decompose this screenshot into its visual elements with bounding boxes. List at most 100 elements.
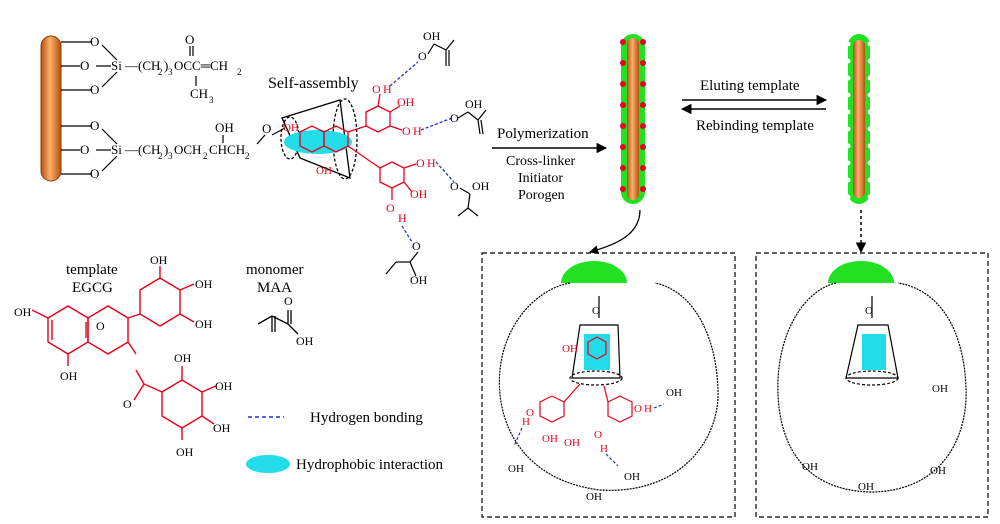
template-dots: [620, 39, 646, 192]
template-dot: [640, 144, 646, 150]
linker-o: O: [592, 305, 600, 317]
template-dot: [640, 39, 646, 45]
gallate-oh: OH: [542, 433, 558, 445]
inset-frame: [481, 252, 736, 518]
lower-chain-sub2: 3: [168, 151, 173, 161]
cavity-notch: [845, 92, 851, 98]
gallate-oh: OH: [410, 187, 428, 201]
template-dot: [620, 102, 626, 108]
template-dot: [640, 81, 646, 87]
silica-core: [853, 40, 865, 198]
maa-o: O: [284, 294, 293, 308]
imprinted-rod-with-template: [620, 34, 646, 204]
cavity-notch: [867, 41, 873, 47]
template-dot: [620, 60, 626, 66]
egcg-label: EGCG: [72, 280, 113, 296]
maa-oh: OH: [296, 334, 314, 348]
o-label: O: [90, 34, 99, 49]
gallate-o: O: [402, 124, 411, 138]
si-label: Si: [111, 58, 122, 73]
rebinding-label: Rebinding template: [696, 118, 814, 134]
cavity-notch: [867, 177, 873, 183]
cavity-notch: [867, 58, 873, 64]
maa-o: O: [418, 49, 427, 63]
egcg-oh: OH: [60, 369, 78, 383]
o-label: O: [90, 118, 99, 133]
lower-chain-och2: OCH: [174, 142, 201, 157]
ring-oh: OH: [316, 165, 332, 177]
cavity-notch: [867, 160, 873, 166]
carbonyl-o: O: [185, 32, 194, 47]
egcg-o: O: [123, 397, 132, 411]
template-dot: [620, 81, 626, 87]
ring-oh: OH: [562, 343, 578, 355]
upper-chain-sub2: 3: [168, 67, 173, 77]
gallate-h: H: [398, 211, 407, 225]
linker-o: O: [865, 305, 873, 317]
maa-o: O: [450, 111, 459, 125]
egcg-oh: OH: [174, 351, 192, 365]
cooh-oh: OH: [930, 465, 946, 477]
lower-chain-chch2: CHCH: [209, 142, 245, 157]
gallate-o: O: [526, 407, 534, 419]
maa-structure: [257, 310, 299, 335]
gallate-oh: OH: [397, 95, 415, 109]
legend: template EGCG monomer MAA: [14, 253, 444, 473]
o-label: O: [80, 58, 89, 73]
inset-frame: [755, 252, 989, 518]
egcg-oh: OH: [213, 421, 231, 435]
maa-oh: OH: [465, 97, 483, 111]
cooh-oh: OH: [802, 461, 818, 473]
gallate-h: H: [383, 82, 392, 96]
cross-linker-label: Cross-linker: [506, 154, 576, 169]
lower-chain-close: ): [164, 142, 168, 157]
cooh-oh: OH: [586, 491, 602, 503]
lower-chain-och2-sub: 2: [203, 151, 208, 161]
gallate-o: O: [594, 429, 602, 441]
upper-chain-1: (CH: [138, 58, 160, 73]
template-dot: [640, 186, 646, 192]
gallate-o: O: [634, 403, 642, 415]
silica-support: O O O Si O O O Si — (CH 2 ) 3 OCC═CH 2 O…: [40, 32, 271, 182]
cavity-notch: [867, 75, 873, 81]
inset-imprinted-cavity: O O H OH OH O H O H OH OH OH OH O: [481, 252, 736, 518]
empty-hydrophobic-cavity: [862, 334, 886, 370]
hydrophobic-legend-label: Hydrophobic interaction: [296, 457, 444, 473]
zoom-arrow-left: [589, 209, 641, 255]
silica-rod: [40, 35, 62, 182]
methyl-label: CH: [190, 86, 208, 101]
gallate-o: O: [386, 201, 395, 215]
cavity-notch: [867, 194, 873, 200]
self-assembly-label: Self-assembly: [268, 75, 359, 92]
cavity-notch: [845, 160, 851, 166]
egcg-oh: OH: [195, 277, 213, 291]
cooh-oh: OH: [666, 387, 682, 399]
template-dot: [620, 165, 626, 171]
maa-o: O: [412, 239, 421, 253]
inset-empty-cavity: O OH OH OH OH: [755, 252, 989, 518]
cooh-oh: OH: [858, 481, 874, 493]
lower-chain-1: (CH: [138, 142, 160, 157]
cavity-notch: [845, 75, 851, 81]
o-label: O: [80, 142, 89, 157]
cavity-cone: [571, 324, 621, 379]
gallate-o: O: [372, 82, 381, 96]
template-dot: [640, 60, 646, 66]
upper-chain-tail-sub: 2: [237, 67, 242, 77]
gallate-oh: OH: [564, 437, 580, 449]
lower-chain-sub1: 2: [158, 151, 163, 161]
template-dot: [620, 186, 626, 192]
egcg-oh: OH: [150, 253, 168, 267]
porogen-label: Porogen: [518, 188, 565, 203]
cooh-oh: OH: [624, 471, 640, 483]
template-dot: [640, 165, 646, 171]
gallate-h: H: [427, 156, 436, 170]
polymer-network: [777, 282, 967, 493]
elution-rebinding: Eluting template Rebinding template: [680, 78, 828, 134]
hbond-legend-label: Hydrogen bonding: [310, 410, 423, 426]
cavity-notches: [845, 41, 873, 200]
maa-oh: OH: [472, 179, 490, 193]
lower-chain-chch2-sub: 2: [245, 151, 250, 161]
maa-oh: OH: [423, 29, 441, 43]
silica-cap: [561, 261, 627, 283]
